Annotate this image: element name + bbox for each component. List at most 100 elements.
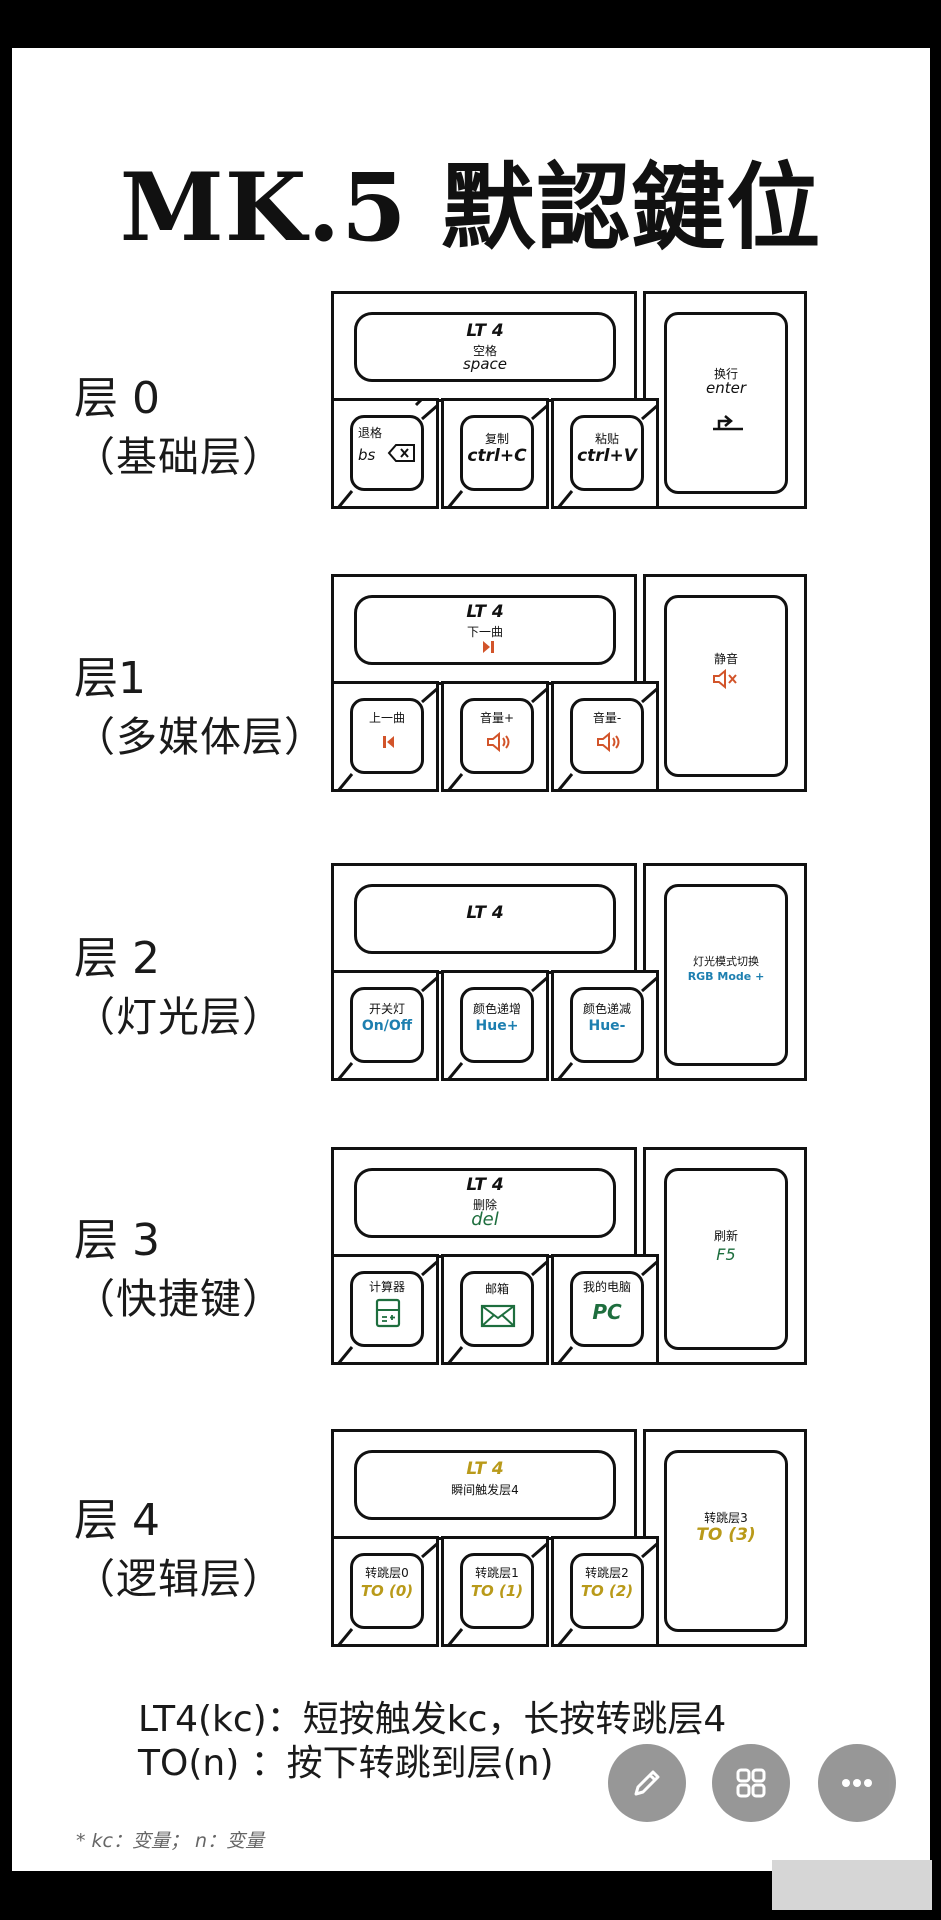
key-legend: 空格 <box>472 344 497 358</box>
key-legend: 复制 <box>484 432 509 446</box>
key-board-layer-0: LT 4 空格 space 换行 enter 退格 bs 复制 ctrl+C 粘… <box>331 291 807 509</box>
volume-icon <box>487 731 510 753</box>
key-legend: space <box>462 355 507 373</box>
key-legend: TO (0) <box>360 1582 414 1600</box>
layer-name: 层 2 <box>74 933 160 984</box>
key-legend: del <box>471 1209 499 1230</box>
key-legend: 转跳层2 <box>585 1566 629 1580</box>
key-legend: 颜色递增 <box>472 1002 521 1016</box>
pencil-icon <box>634 1770 660 1796</box>
key-legend: TO (1) <box>470 1582 524 1600</box>
key-legend: Hue+ <box>475 1018 519 1034</box>
layer-name: 层1 <box>74 653 146 704</box>
key-legend: enter <box>705 379 746 397</box>
key-hue-down: 颜色递减 Hue- <box>551 970 659 1081</box>
page-title: MK.5 默認鍵位 <box>119 153 822 263</box>
legend: LT4(kc)：短按触发kc，长按转跳层4 TO(n) ：按下转跳到层(n) <box>138 1698 726 1786</box>
key-prev-track: 上一曲 <box>331 681 439 792</box>
key-legend: 灯光模式切换 <box>693 955 759 968</box>
key-to-layer-3: 转跳层3 TO (3) <box>643 1429 807 1647</box>
key-legend: 开关灯 <box>368 1002 405 1016</box>
key-mail: 邮箱 <box>441 1254 549 1365</box>
key-legend: 粘贴 <box>594 432 619 446</box>
key-legend: bs <box>358 446 376 464</box>
key-board-layer-4: LT 4 瞬间触发层4 转跳层3 TO (3) 转跳层0 TO (0) 转跳层1… <box>331 1429 807 1647</box>
key-board-layer-1: LT 4 下一曲 静音 上一曲 音量+ 音量- <box>331 574 807 792</box>
calculator-icon <box>375 1298 401 1328</box>
key-lt4-delete: LT 4 删除 del <box>331 1147 637 1258</box>
key-legend: 我的电脑 <box>582 1280 631 1294</box>
layer-sub: （快捷键） <box>74 1275 284 1323</box>
key-paste: 粘贴 ctrl+V <box>551 398 659 509</box>
mute-icon <box>713 668 737 690</box>
key-legend: ctrl+V <box>577 446 637 466</box>
key-legend: ctrl+C <box>467 446 527 466</box>
key-copy: 复制 ctrl+C <box>441 398 549 509</box>
layer-name: 层 3 <box>74 1215 160 1266</box>
key-legend: LT 4 <box>466 903 504 923</box>
key-lt4: LT 4 <box>331 863 637 974</box>
key-volume-down: 音量- <box>551 681 659 792</box>
key-legend: F5 <box>716 1245 736 1264</box>
volume-icon <box>597 731 620 753</box>
key-legend: 转跳层3 <box>704 1511 748 1525</box>
key-volume-up: 音量+ <box>441 681 549 792</box>
layer-label-4: 层 4 （逻辑层） <box>74 1492 284 1608</box>
key-board-layer-3: LT 4 删除 del 刷新 F5 计算器 邮箱 我的电脑 PC <box>331 1147 807 1365</box>
prev-track-icon <box>383 736 394 748</box>
more-icon <box>842 1779 872 1787</box>
layer-label-1: 层1 （多媒体层） <box>74 650 326 766</box>
key-legend: 音量+ <box>479 711 515 725</box>
key-backspace: 退格 bs <box>331 398 439 509</box>
key-legend: 转跳层0 <box>365 1566 409 1580</box>
grid-icon <box>736 1768 766 1798</box>
key-hue-up: 颜色递增 Hue+ <box>441 970 549 1081</box>
footnote: * kc：变量； n：变量 <box>76 1830 265 1852</box>
key-legend: TO (3) <box>696 1525 756 1545</box>
key-legend: 颜色递减 <box>582 1002 631 1016</box>
backspace-icon <box>387 444 415 462</box>
key-enter: 换行 enter <box>643 291 807 509</box>
layer-name: 层 0 <box>74 373 160 424</box>
key-to-layer-1: 转跳层1 TO (1) <box>441 1536 549 1647</box>
key-legend: 瞬间触发层4 <box>451 1483 519 1497</box>
layer-sub: （基础层） <box>74 433 284 481</box>
bottom-bar <box>772 1860 932 1910</box>
key-calculator: 计算器 <box>331 1254 439 1365</box>
key-legend: RGB Mode + <box>687 970 765 983</box>
key-lt4-space: LT 4 空格 space <box>331 291 637 402</box>
legend-line-2: TO(n) ：按下转跳到层(n) <box>138 1743 554 1784</box>
legend-line-1: LT4(kc)：短按触发kc，长按转跳层4 <box>138 1699 727 1740</box>
key-lt4-next-track: LT 4 下一曲 <box>331 574 637 685</box>
key-legend: 邮箱 <box>484 1282 509 1296</box>
key-mute: 静音 <box>643 574 807 792</box>
key-legend: PC <box>592 1300 622 1324</box>
key-legend: 退格 <box>358 426 383 440</box>
key-lt4-momentary: LT 4 瞬间触发层4 <box>331 1429 637 1540</box>
key-to-layer-2: 转跳层2 TO (2) <box>551 1536 659 1647</box>
key-light-toggle: 开关灯 On/Off <box>331 970 439 1081</box>
key-to-layer-0: 转跳层0 TO (0) <box>331 1536 439 1647</box>
key-legend: 下一曲 <box>466 625 503 639</box>
key-rgb-mode: 灯光模式切换 RGB Mode + <box>643 863 807 1081</box>
key-legend: 静音 <box>713 652 738 666</box>
apps-button[interactable] <box>712 1744 790 1822</box>
edit-button[interactable] <box>608 1744 686 1822</box>
key-legend: LT 4 <box>466 321 504 341</box>
layer-label-3: 层 3 （快捷键） <box>74 1212 284 1328</box>
key-legend: TO (2) <box>580 1582 634 1600</box>
next-track-icon <box>483 641 494 653</box>
key-my-computer: 我的电脑 PC <box>551 1254 659 1365</box>
layer-sub: （灯光层） <box>74 993 284 1041</box>
layer-sub: （多媒体层） <box>74 713 326 761</box>
more-button[interactable] <box>818 1744 896 1822</box>
key-board-layer-2: LT 4 灯光模式切换 RGB Mode + 开关灯 On/Off 颜色递增 H… <box>331 863 807 1081</box>
key-legend: 上一曲 <box>368 711 405 725</box>
key-legend: 计算器 <box>368 1280 405 1294</box>
key-legend: 刷新 <box>713 1229 738 1243</box>
key-legend: 转跳层1 <box>475 1566 519 1580</box>
key-legend: LT 4 <box>466 1175 504 1195</box>
key-refresh: 刷新 F5 <box>643 1147 807 1365</box>
key-legend: On/Off <box>361 1018 413 1034</box>
key-legend: 删除 <box>472 1198 497 1212</box>
